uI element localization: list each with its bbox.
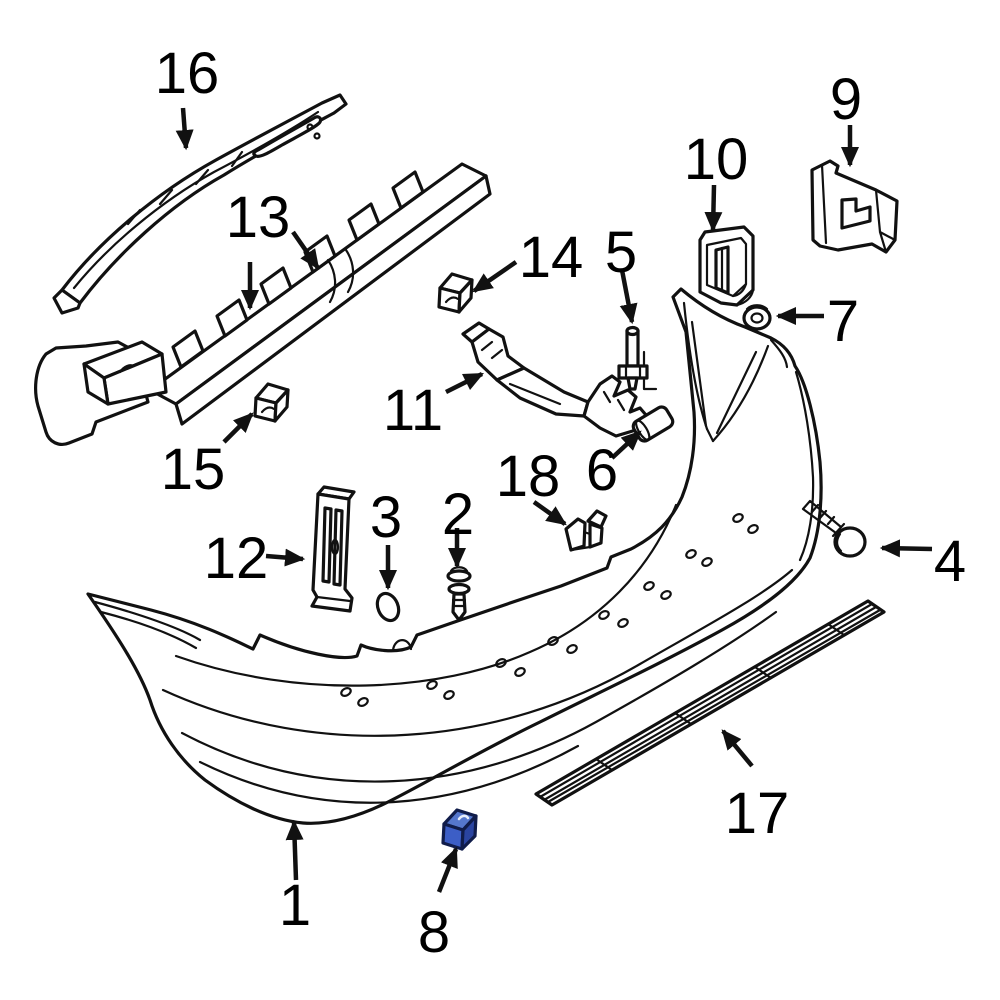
arrow-4 <box>879 539 933 558</box>
callout-label-16: 16 <box>155 41 220 106</box>
part-side-bracket-10 <box>698 225 755 307</box>
part-center-bracket <box>310 485 356 613</box>
bumper-flange-holes <box>340 513 759 707</box>
callout-label-3: 3 <box>370 485 402 550</box>
part-rail-reinforcement <box>52 93 348 315</box>
callout-label-14: 14 <box>519 225 584 290</box>
callout-label-2: 2 <box>442 482 474 547</box>
part-grommet-nut <box>742 304 772 331</box>
callout-label-1: 1 <box>279 873 311 938</box>
part-bolt-5 <box>617 325 658 391</box>
callout-arrows <box>175 107 933 893</box>
arrow-17 <box>721 729 754 768</box>
callout-label-13: 13 <box>226 185 291 250</box>
callout-label-7: 7 <box>827 289 859 354</box>
callout-label-12: 12 <box>204 526 269 591</box>
arrow-5 <box>619 269 638 325</box>
part-side-support-rail <box>461 321 648 438</box>
part-impact-absorber <box>34 162 492 446</box>
callout-label-17: 17 <box>725 781 790 846</box>
part-bolt-4 <box>801 499 867 558</box>
arrow-10 <box>704 184 723 233</box>
arrow-13a <box>291 230 320 270</box>
callout-label-6: 6 <box>586 438 618 503</box>
callout-label-11: 11 <box>383 378 443 443</box>
arrow-11 <box>444 371 485 395</box>
part-clip-highlighted <box>441 808 478 851</box>
arrow-15 <box>222 412 254 444</box>
callout-label-18: 18 <box>496 444 561 509</box>
part-retainer-clip-15 <box>253 382 290 423</box>
arrow-14 <box>472 260 518 293</box>
arrow-12 <box>265 548 306 567</box>
part-retainer-clip-14 <box>437 272 474 314</box>
callout-label-8: 8 <box>418 900 450 965</box>
arrow-6 <box>610 430 642 460</box>
arrow-8 <box>436 846 459 893</box>
callout-label-15: 15 <box>161 437 226 502</box>
callout-label-9: 9 <box>830 67 862 132</box>
callout-label-10: 10 <box>684 127 749 192</box>
callout-label-5: 5 <box>605 220 637 285</box>
arrow-18 <box>532 500 567 526</box>
part-retainer-clip-18 <box>564 509 608 552</box>
arrow-1 <box>285 819 304 881</box>
arrow-16 <box>175 107 194 151</box>
part-step-pad <box>534 599 886 807</box>
part-grommet-ring <box>375 591 401 623</box>
part-push-rivet <box>446 566 472 622</box>
callout-label-4: 4 <box>934 529 966 594</box>
part-side-bracket-9 <box>810 159 899 254</box>
callout-labels: 16 13 15 14 5 10 9 7 11 6 18 12 3 2 4 1 … <box>155 41 966 965</box>
